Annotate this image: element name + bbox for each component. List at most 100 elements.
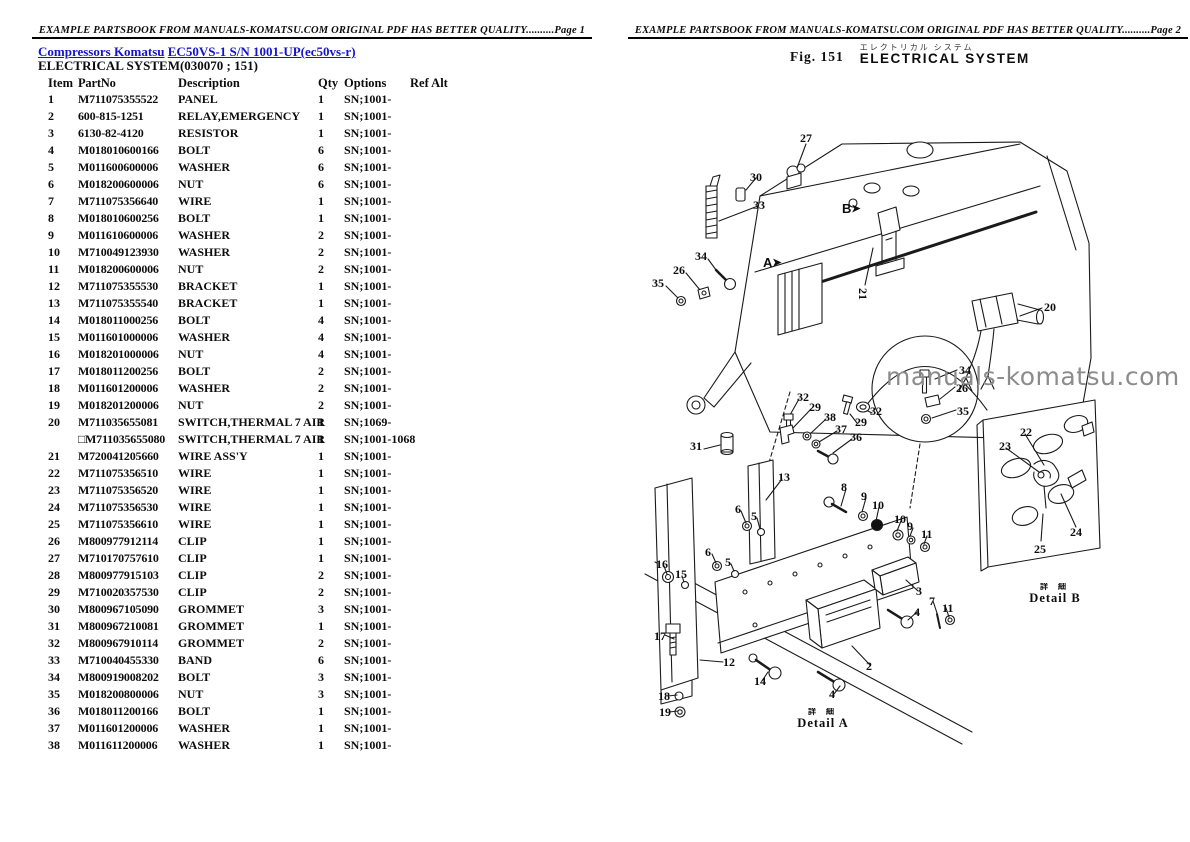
qty: 1	[318, 704, 324, 718]
part-no: M800967105090	[78, 602, 159, 616]
description: WASHER	[178, 160, 231, 174]
description: NUT	[178, 347, 204, 361]
diagram-callout-32: 32	[797, 390, 809, 404]
ref-alt	[410, 687, 460, 704]
item-no: 26	[48, 534, 60, 548]
options: SN;1069-	[344, 415, 392, 429]
diagram-callout-17: 17	[654, 629, 666, 643]
ref-alt	[410, 194, 460, 211]
col-options: Options	[344, 76, 387, 90]
link-model-serial[interactable]: EC50VS-1 S/N 1001-UP(ec50vs-r)	[167, 44, 356, 59]
item-no: 20	[48, 415, 60, 429]
item-no: 12	[48, 279, 60, 293]
ref-alt	[410, 109, 460, 126]
description: GROMMET	[178, 619, 244, 633]
ref-alt	[410, 381, 460, 398]
part-no: M711075355540	[78, 296, 159, 310]
qty: 2	[318, 364, 324, 378]
options: SN;1001-	[344, 568, 392, 582]
qty: 1	[318, 738, 324, 752]
options: SN;1001-	[344, 500, 392, 514]
col-qty: Qty	[318, 76, 339, 90]
ref-alt	[410, 279, 460, 296]
ref-alt	[410, 602, 460, 619]
detail-a-label: 詳 細 Detail A	[788, 708, 858, 731]
options: SN;1001-	[344, 313, 392, 327]
part-no: M710170757610	[78, 551, 159, 565]
diagram-callout-4: 4	[829, 687, 835, 701]
diagram-callout-37: 37	[835, 422, 847, 436]
ref-alt	[410, 92, 460, 109]
col-description: Description	[178, 76, 240, 90]
description: WASHER	[178, 721, 231, 735]
diagram-callout-13: 13	[778, 470, 790, 484]
description: WIRE	[178, 466, 212, 480]
part-no: M711075356530	[78, 500, 159, 514]
ref-alt	[410, 143, 460, 160]
page-1: EXAMPLE PARTSBOOK FROM MANUALS-KOMATSU.C…	[32, 0, 592, 842]
part-no: M800967210081	[78, 619, 159, 633]
description: NUT	[178, 262, 204, 276]
view-arrow-a: A➤	[763, 255, 782, 270]
item-no: 6	[48, 177, 54, 191]
description: BOLT	[178, 143, 211, 157]
exploded-diagram: manuals-komatsu.com 詳 細 Detail A 詳 細 Det…	[620, 80, 1190, 842]
part-no: M800977912114	[78, 534, 159, 548]
ref-alt	[410, 517, 460, 534]
part-no: M011601000006	[78, 330, 159, 344]
link-compressors-komatsu[interactable]: Compressors Komatsu	[38, 44, 165, 59]
qty: 1	[318, 109, 324, 123]
description: GROMMET	[178, 636, 244, 650]
detail-b-label: 詳 細 Detail B	[1020, 583, 1090, 606]
ref-alt	[410, 228, 460, 245]
item-no: 1	[48, 92, 54, 106]
item-no: 33	[48, 653, 60, 667]
description: WASHER	[178, 245, 231, 259]
ref-alt	[410, 653, 460, 670]
qty: 2	[318, 585, 324, 599]
qty: 1	[318, 449, 324, 463]
description: GROMMET	[178, 602, 244, 616]
ref-alt	[410, 670, 460, 687]
qty: 1	[318, 92, 324, 106]
ref-alt	[410, 211, 460, 228]
description: BRACKET	[178, 296, 238, 310]
part-no: M018201200006	[78, 398, 159, 412]
options: SN;1001-	[344, 670, 392, 684]
ref-alt	[410, 483, 460, 500]
qty: 1	[318, 534, 324, 548]
part-no: M711075356520	[78, 483, 159, 497]
options: SN;1001-	[344, 449, 392, 463]
diagram-callout-34: 34	[959, 363, 971, 377]
diagram-callout-2: 2	[866, 659, 872, 673]
qty: 1	[318, 500, 324, 514]
ref-alt	[410, 313, 460, 330]
ref-alt	[410, 364, 460, 381]
item-no: 17	[48, 364, 60, 378]
item-no: 37	[48, 721, 60, 735]
diagram-callout-9: 9	[861, 489, 867, 503]
part-no: M720041205660	[78, 449, 159, 463]
item-no: 13	[48, 296, 60, 310]
options: SN;1001-	[344, 296, 392, 310]
diagram-callout-9: 9	[907, 519, 913, 533]
part-no: M710049123930	[78, 245, 159, 259]
description: WASHER	[178, 381, 231, 395]
item-no: 2	[48, 109, 54, 123]
diagram-callout-20: 20	[1044, 300, 1056, 314]
diagram-callout-10: 10	[894, 512, 906, 526]
figure-title-block: エレクトリカル システム ELECTRICAL SYSTEM	[860, 42, 1030, 66]
description: NUT	[178, 687, 204, 701]
